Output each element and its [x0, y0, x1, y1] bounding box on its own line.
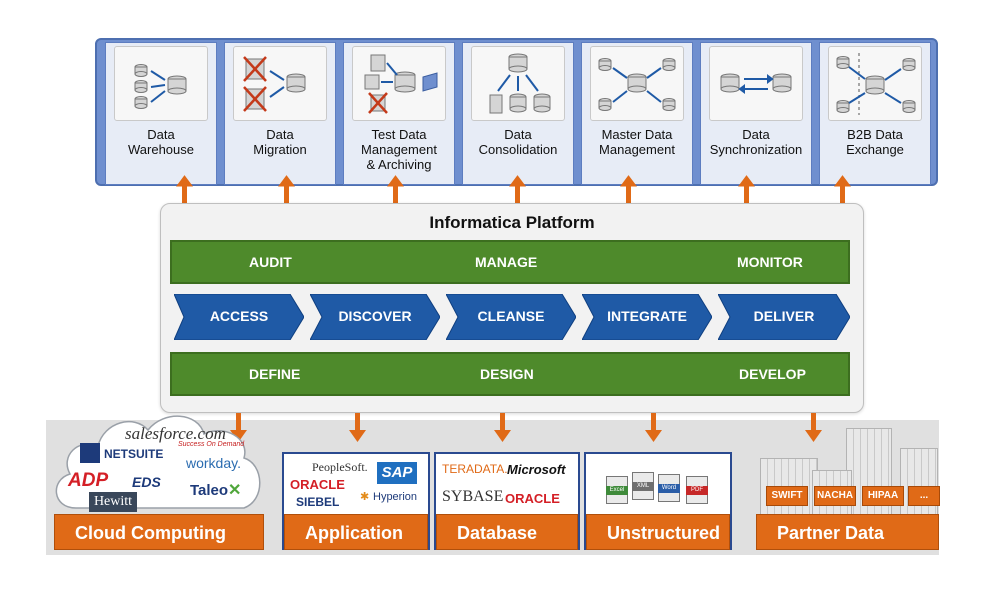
cloud-shape — [55, 415, 261, 509]
step-label: CLEANSE — [477, 308, 545, 324]
down-arrow — [349, 413, 366, 442]
hyperion-icon: ✱ — [360, 491, 370, 503]
use-case-label: B2B Data Exchange — [846, 127, 904, 157]
excel-doc-icon: Excel — [606, 476, 628, 504]
word-doc-icon: Word — [658, 474, 680, 502]
down-arrow — [230, 413, 247, 442]
up-arrow — [738, 175, 755, 204]
data-consolidation-icon — [471, 46, 565, 121]
up-arrow — [278, 175, 295, 204]
use-case-label: Data Synchronization — [709, 127, 803, 157]
use-case-label: Data Consolidation — [478, 127, 558, 157]
cloud-computing-label: Cloud Computing — [54, 514, 264, 550]
step-label: INTEGRATE — [607, 308, 687, 324]
hewitt-logo: Hewitt — [89, 492, 137, 512]
master-data-icon — [590, 46, 684, 121]
more-tag: ... — [908, 486, 940, 506]
use-case-label: Data Warehouse — [128, 127, 194, 157]
development-bar: DEFINE DESIGN DEVELOP — [170, 352, 850, 396]
step-label: DELIVER — [753, 308, 815, 324]
hyperion-logo: Hyperion — [373, 491, 418, 503]
taleo-logo: Taleo — [190, 482, 229, 499]
monitor-label: MONITOR — [737, 254, 803, 270]
salesforce-logo: salesforce.com — [125, 424, 226, 443]
microsoft-logo: Microsoft — [507, 462, 566, 477]
develop-label: DEVELOP — [739, 366, 806, 382]
use-case-data-consolidation: Data Consolidation — [462, 42, 574, 185]
use-case-data-warehouse: Data Warehouse — [105, 42, 217, 185]
down-arrows — [230, 413, 822, 442]
use-case-test-data: Test Data Management & Archiving — [343, 42, 455, 185]
eds-logo: EDS — [132, 474, 161, 490]
use-case-b2b-exchange: B2B Data Exchange — [819, 42, 931, 185]
use-case-data-migration: Data Migration — [224, 42, 336, 185]
define-label: DEFINE — [249, 366, 301, 382]
data-migration-icon — [233, 46, 327, 121]
down-arrow — [494, 413, 511, 442]
oracle-db-logo: ORACLE — [505, 491, 560, 506]
data-warehouse-icon — [114, 46, 208, 121]
use-case-label: Data Migration — [253, 127, 307, 157]
hipaa-tag: HIPAA — [862, 486, 904, 506]
up-arrow — [176, 175, 193, 204]
up-arrow — [834, 175, 851, 204]
manage-label: MANAGE — [475, 254, 538, 270]
audit-label: AUDIT — [249, 254, 292, 270]
up-arrow — [620, 175, 637, 204]
use-case-label: Master Data Management — [599, 127, 675, 157]
test-data-icon — [352, 46, 446, 121]
use-case-master-data: Master Data Management — [581, 42, 693, 185]
governance-bar: AUDIT MANAGE MONITOR — [170, 240, 850, 284]
up-arrow — [387, 175, 404, 204]
salesforce-tagline: Success On Demand — [178, 441, 245, 448]
data-sync-icon — [709, 46, 803, 121]
swift-tag: SWIFT — [766, 486, 808, 506]
siebel-logo: SIEBEL — [296, 495, 340, 509]
pdf-doc-icon: PDF — [686, 476, 708, 504]
design-label: DESIGN — [480, 366, 534, 382]
taleo-x-icon: ✕ — [228, 482, 242, 499]
oracle-logo: ORACLE — [290, 477, 345, 492]
workday-logo: workday. — [186, 455, 241, 471]
down-arrow — [645, 413, 662, 442]
nacha-tag: NACHA — [814, 486, 856, 506]
netsuite-n-icon — [80, 443, 100, 463]
step-discover: DISCOVER — [310, 294, 440, 340]
xml-doc-icon: XML — [632, 472, 654, 500]
step-deliver: DELIVER — [718, 294, 850, 340]
step-access: ACCESS — [174, 294, 304, 340]
step-label: ACCESS — [209, 308, 269, 324]
partner-data-label: Partner Data — [756, 514, 939, 550]
use-case-label: Test Data Management & Archiving — [361, 127, 437, 172]
unstructured-label: Unstructured — [586, 514, 730, 550]
step-integrate: INTEGRATE — [582, 294, 712, 340]
netsuite-logo: NETSUITE — [104, 447, 164, 461]
sap-logo: SAP — [377, 462, 417, 484]
peoplesoft-logo: PeopleSoft. — [312, 460, 368, 474]
up-arrow — [509, 175, 526, 204]
step-cleanse: CLEANSE — [446, 294, 576, 340]
platform-title: Informatica Platform — [429, 213, 595, 232]
teradata-logo: TERADATA. — [442, 462, 508, 476]
down-arrow — [805, 413, 822, 442]
use-case-data-sync: Data Synchronization — [700, 42, 812, 185]
step-label: DISCOVER — [338, 308, 412, 324]
application-label: Application — [284, 514, 428, 550]
adp-logo: ADP — [68, 470, 109, 491]
sybase-logo: SYBASE — [442, 488, 504, 505]
b2b-exchange-icon — [828, 46, 922, 121]
database-label: Database — [436, 514, 578, 550]
